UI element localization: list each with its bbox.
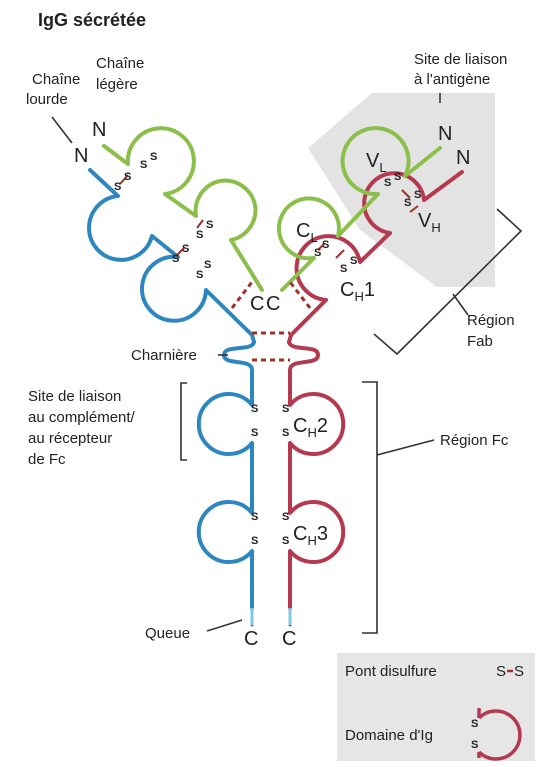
svg-text:S: S: [124, 171, 131, 183]
svg-text:S: S: [340, 263, 347, 275]
light-chain-left: [102, 126, 264, 292]
light-chain-label-1: Chaîne: [96, 55, 144, 72]
ch1-domain-label: CH1: [340, 279, 375, 304]
svg-text:S: S: [282, 535, 289, 547]
vl-domain-label: VL: [366, 150, 387, 175]
fab-leader: [452, 293, 469, 316]
c-terminus-left: C: [244, 628, 258, 650]
svg-text:S: S: [206, 219, 213, 231]
legend-bond-symbol: S S: [496, 663, 524, 680]
light-chain-label-2: légère: [96, 76, 138, 93]
svg-text:S: S: [196, 269, 203, 281]
fc-bracket: [362, 381, 378, 634]
c-terminus-right: C: [282, 628, 296, 650]
complement-site-label-4: de Fc: [28, 451, 66, 468]
legend-domain-icon: S S: [471, 708, 522, 761]
svg-text:S: S: [471, 718, 478, 730]
complement-site-label-1: Site de liaison: [28, 388, 121, 405]
cl-domain-label: CL: [296, 220, 318, 245]
heavy-chain-label-2: lourde: [26, 91, 68, 108]
tail-label: Queue: [145, 625, 190, 642]
hinge-label: Charnière: [131, 347, 197, 364]
svg-text:S: S: [150, 151, 157, 163]
brackets: [51, 93, 523, 634]
antigen-site-label-2: à l'antigène: [414, 71, 490, 88]
svg-text:S: S: [196, 229, 203, 241]
antigen-binding-site-highlight: [308, 93, 495, 287]
n-terminus-light-right: N: [438, 123, 452, 145]
ch2-domain-label: CH2: [293, 415, 328, 440]
n-terminus-light-left: N: [92, 119, 106, 141]
svg-text:S: S: [282, 427, 289, 439]
svg-text:S: S: [404, 197, 411, 209]
svg-text:S: S: [322, 239, 329, 251]
svg-text:S: S: [251, 403, 258, 415]
svg-text:S: S: [140, 159, 147, 171]
svg-text:S: S: [182, 243, 189, 255]
svg-text:S: S: [114, 181, 121, 193]
complement-bracket: [180, 382, 187, 461]
svg-text:S: S: [172, 253, 179, 265]
hinge-c-left: C: [250, 293, 264, 315]
svg-text:S: S: [282, 403, 289, 415]
svg-text:S: S: [496, 663, 506, 680]
interchain-bridge-left: [230, 281, 254, 309]
svg-text:S: S: [204, 259, 211, 271]
complement-site-label-2: au complément/: [28, 409, 136, 426]
legend-box: [337, 653, 535, 761]
svg-text:S: S: [251, 427, 258, 439]
intrachain-disulfides: [119, 174, 419, 259]
hinge-c-right: C: [266, 293, 280, 315]
fab-region-label-2: Fab: [467, 333, 493, 350]
fab-region-label-1: Région: [467, 312, 515, 329]
svg-text:S: S: [282, 511, 289, 523]
ch3-domain-label: CH3: [293, 523, 328, 548]
svg-text:S: S: [384, 177, 391, 189]
antigen-site-label-1: Site de liaison: [414, 51, 507, 68]
disulfide-bridges: [230, 281, 312, 362]
svg-text:S: S: [471, 739, 478, 751]
svg-text:S: S: [251, 511, 258, 523]
svg-text:S: S: [350, 255, 357, 267]
title: IgG sécrétée: [38, 10, 146, 30]
fc-region-label: Région Fc: [440, 432, 509, 449]
interchain-bridge-right: [288, 281, 312, 309]
complement-site-label-3: au récepteur: [28, 430, 112, 447]
fab-bracket: [373, 208, 523, 356]
heavy-chain-leader: [51, 116, 73, 144]
heavy-chain-label-1: Chaîne: [32, 71, 80, 88]
tail-leader: [206, 619, 243, 632]
fc-leader: [376, 439, 435, 456]
svg-text:S: S: [251, 535, 258, 547]
n-terminus-heavy-right: N: [456, 147, 470, 169]
n-terminus-heavy-left: N: [74, 145, 88, 167]
vh-domain-label: VH: [418, 210, 441, 235]
svg-text:S: S: [394, 171, 401, 183]
svg-text:S: S: [414, 189, 421, 201]
svg-text:S: S: [514, 663, 524, 680]
svg-text:S: S: [314, 247, 321, 259]
light-chain-right: [277, 126, 442, 292]
legend-domain-label: Domaine d'Ig: [345, 727, 433, 744]
legend-bond-label: Pont disulfure: [345, 663, 437, 680]
